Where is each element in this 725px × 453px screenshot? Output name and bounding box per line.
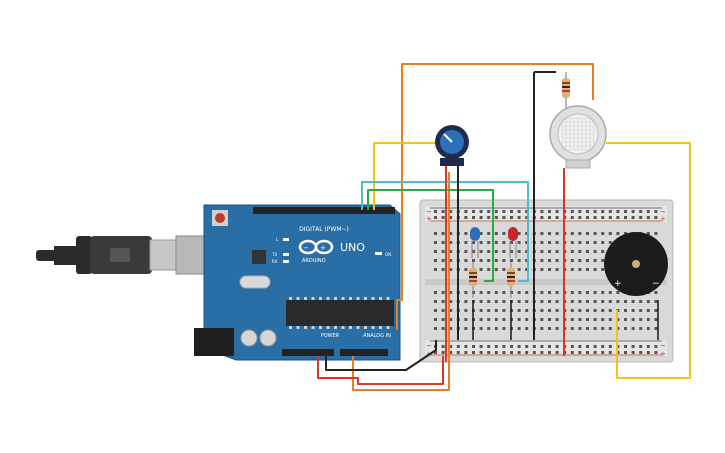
rx-label: RX bbox=[272, 259, 278, 264]
rail-plus-top: + bbox=[426, 215, 432, 223]
wire-green[interactable] bbox=[367, 189, 494, 282]
buzzer-plus-label: + bbox=[614, 279, 622, 289]
digital-header-label: DIGITAL (PWM~) bbox=[299, 226, 349, 233]
mcu-pins bbox=[289, 297, 390, 329]
arduino-logo: − + bbox=[298, 239, 334, 255]
capacitor-1 bbox=[240, 329, 258, 347]
arduino-board[interactable]: DIGITAL (PWM~) − + UNO ARDUINO TX RX L O… bbox=[194, 204, 401, 361]
usb-chip bbox=[252, 250, 266, 264]
resistor-sensor[interactable] bbox=[562, 72, 570, 112]
gas-sensor-icon[interactable] bbox=[549, 105, 607, 169]
wire-black-gnd[interactable] bbox=[325, 340, 437, 371]
analog-header-label: ANALOG IN bbox=[363, 333, 391, 339]
wire-red-5v[interactable] bbox=[317, 356, 444, 385]
l-label: L bbox=[276, 237, 279, 242]
breadboard-holes bbox=[434, 210, 658, 354]
wire-yellow-left[interactable] bbox=[373, 142, 440, 210]
reset-button-cap[interactable] bbox=[215, 213, 225, 223]
breadboard-jumpers bbox=[472, 300, 659, 340]
rail-minus-bottom: − bbox=[426, 342, 432, 350]
atmega-chip bbox=[286, 300, 394, 326]
on-led bbox=[375, 252, 382, 255]
wire-yellow-right[interactable] bbox=[606, 142, 691, 379]
capacitor-2 bbox=[259, 329, 277, 347]
rail-minus-top-right: − bbox=[660, 208, 666, 216]
power-header-label: POWER bbox=[321, 333, 340, 339]
tx-label: TX bbox=[271, 252, 277, 257]
board-brand-label: ARDUINO bbox=[302, 258, 326, 264]
potentiometer-icon[interactable] bbox=[435, 125, 469, 166]
tx-led bbox=[283, 253, 289, 256]
svg-text:+: + bbox=[320, 244, 326, 252]
on-led-label: ON bbox=[385, 252, 391, 257]
rail-plus-top-right: + bbox=[660, 215, 666, 223]
resistor-led-red[interactable] bbox=[507, 262, 515, 298]
breadboard[interactable]: − + − + − + − + bbox=[419, 199, 674, 363]
rail-plus-bottom-right: + bbox=[660, 350, 666, 358]
power-header bbox=[282, 349, 334, 356]
analog-header bbox=[340, 349, 388, 356]
rail-minus-bottom-right: − bbox=[660, 342, 666, 350]
led-red[interactable] bbox=[508, 227, 518, 258]
buzzer-minus-label: − bbox=[652, 279, 660, 289]
crystal bbox=[239, 275, 271, 289]
l-led bbox=[283, 238, 289, 241]
wire-orange-bottom[interactable] bbox=[352, 172, 450, 391]
board-model-label: UNO bbox=[340, 241, 365, 254]
rail-minus-top: − bbox=[426, 208, 432, 216]
wire-cyan[interactable] bbox=[361, 181, 529, 282]
resistor-led-blue[interactable] bbox=[469, 262, 477, 298]
rx-led bbox=[283, 260, 289, 263]
wires[interactable] bbox=[317, 63, 691, 391]
power-jack[interactable] bbox=[194, 328, 234, 356]
buzzer-icon[interactable]: + − bbox=[604, 232, 668, 296]
svg-text:−: − bbox=[303, 244, 309, 252]
digital-header bbox=[253, 207, 395, 214]
led-blue[interactable] bbox=[470, 227, 480, 258]
